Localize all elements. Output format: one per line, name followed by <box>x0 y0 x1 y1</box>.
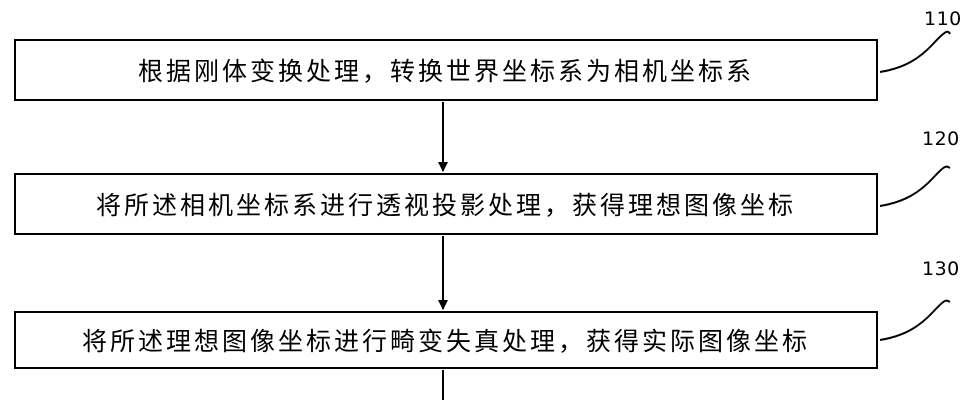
step-box-110: 根据刚体变换处理，转换世界坐标系为相机坐标系 <box>14 39 878 101</box>
step-box-130: 将所述理想图像坐标进行畸变失真处理，获得实际图像坐标 <box>14 311 878 369</box>
step-ref-120: 120 <box>922 128 960 150</box>
step-ref-110: 110 <box>924 8 962 30</box>
step-text-130: 将所述理想图像坐标进行畸变失真处理，获得实际图像坐标 <box>81 327 810 356</box>
leader-line-130 <box>879 299 951 341</box>
step-box-120: 将所述相机坐标系进行透视投影处理，获得理想图像坐标 <box>14 173 878 235</box>
step-text-120: 将所述相机坐标系进行透视投影处理，获得理想图像坐标 <box>95 191 796 220</box>
step-text-110: 根据刚体变换处理，转换世界坐标系为相机坐标系 <box>137 57 754 86</box>
leader-line-120 <box>879 165 951 207</box>
step-ref-130: 130 <box>922 258 960 280</box>
leader-line-110 <box>879 30 951 73</box>
